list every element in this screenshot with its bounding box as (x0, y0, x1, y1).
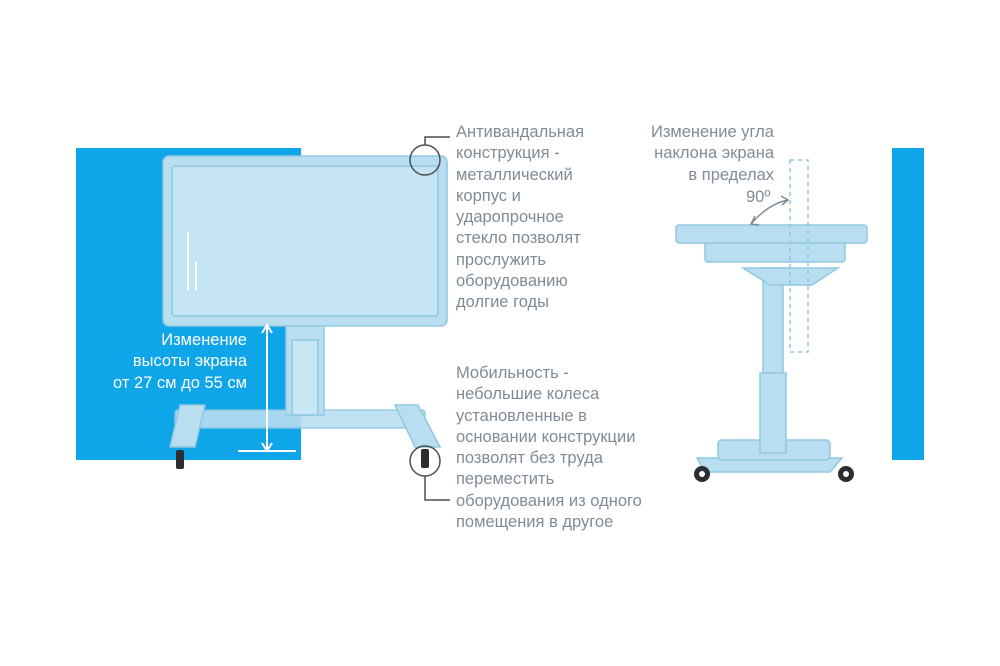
wheel (838, 466, 854, 482)
wheel (421, 449, 429, 468)
height-feature-text: Изменение высоты экрана от 27 см до 55 с… (92, 330, 247, 394)
height-text-line: высоты экрана (132, 352, 247, 371)
vandal-text-line: прослужить (456, 250, 547, 269)
wheel (694, 466, 710, 482)
kiosk-front-view (162, 155, 448, 448)
mobility-text-line: Мобильность - (456, 364, 569, 382)
vandal-text-line: Антивандальная (456, 123, 585, 141)
tilt-outline (789, 159, 809, 353)
mobility-text-line: основании конструкции (456, 427, 636, 446)
tilt-text-line: наклона экрана (654, 144, 774, 163)
mobility-text-line: позволят без труда (456, 449, 603, 468)
circle-callout-icon (409, 136, 450, 176)
height-text-line: от 27 см до 55 см (113, 373, 247, 392)
right-accent-bar (892, 148, 924, 460)
tilt-feature-text: Изменение угла наклона экрана в пределах (620, 122, 774, 186)
height-text-line: Изменение (161, 331, 247, 349)
mobility-text-line: небольшие колеса (456, 385, 600, 404)
vandal-feature-text: Антивандальная конструкция - металлическ… (456, 122, 584, 314)
vandal-text-line: стекло позволят (456, 229, 581, 248)
wheel (176, 450, 184, 469)
vandal-text-line: конструкция - (456, 144, 560, 163)
mobility-text-line: помещения в другое (456, 513, 614, 532)
mobility-text-line: установленные в (456, 406, 587, 425)
kiosk-side-view (675, 224, 868, 473)
vandal-text-line: корпус и (456, 186, 521, 205)
mobility-text-line: оборудования из одного (456, 491, 642, 510)
vandal-text-line: долгие годы (456, 293, 550, 312)
double-arrow-vertical-icon (238, 323, 296, 453)
curved-arrow-icon (749, 195, 790, 226)
circle-callout-icon (409, 445, 450, 501)
mobility-text-line: переместить (456, 470, 555, 489)
tilt-angle-label: 90º (746, 188, 771, 206)
mobility-feature-text: Мобильность - небольшие колеса установле… (456, 363, 642, 533)
tilt-text-line: в пределах (688, 165, 774, 184)
vandal-text-line: металлический (456, 165, 573, 184)
tilt-text-line: Изменение угла (650, 123, 774, 141)
vandal-text-line: ударопрочное (456, 208, 564, 227)
vandal-text-line: оборудованию (456, 272, 568, 291)
